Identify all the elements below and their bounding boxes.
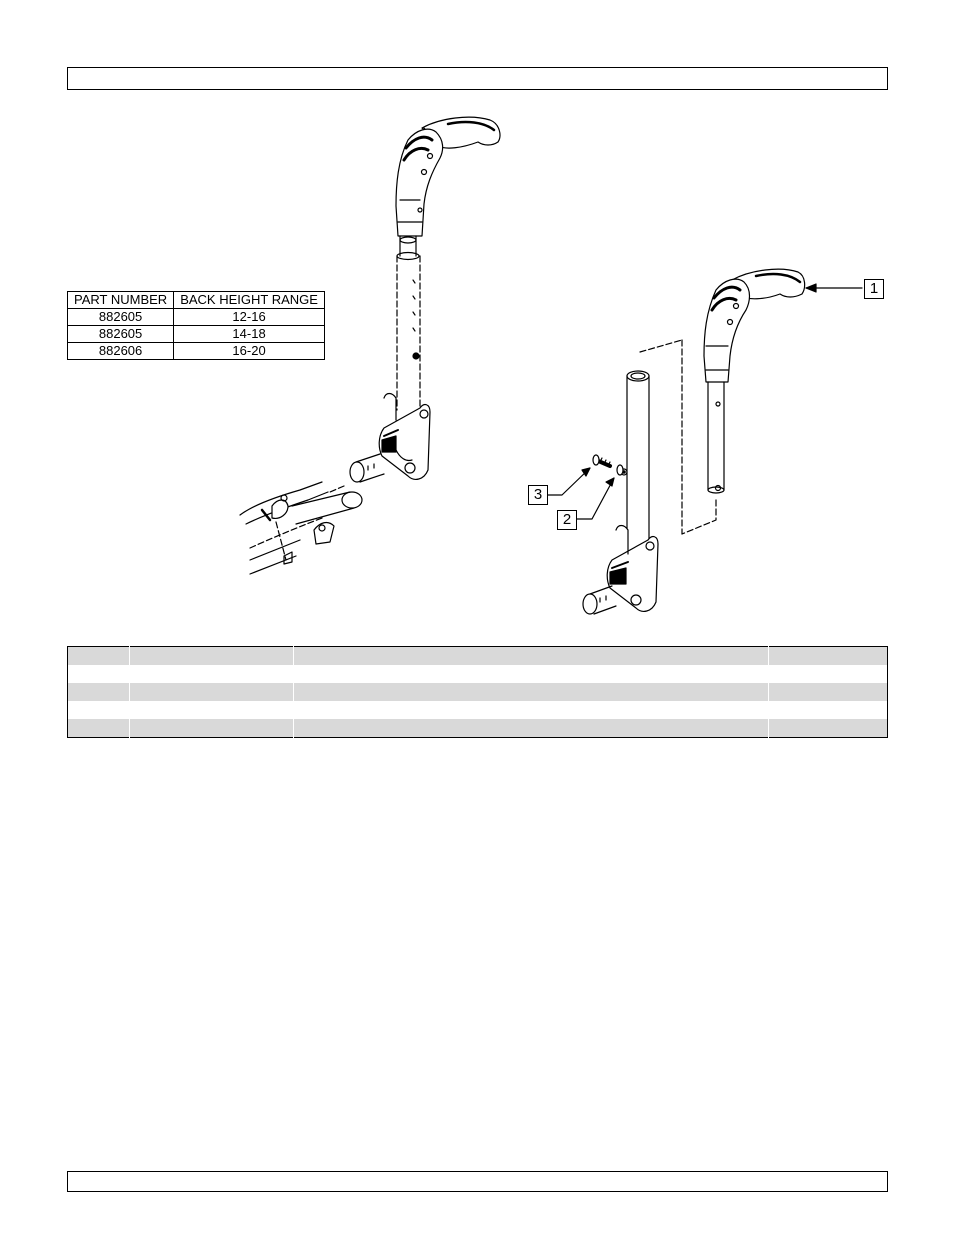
right-tube-and-clamp	[582, 339, 683, 615]
parts-list-row	[67, 701, 888, 719]
right-handle-assembly	[681, 268, 806, 535]
callout-label-2: 2	[557, 510, 577, 530]
parts-list-row	[67, 719, 888, 738]
left-assembled-back-post	[329, 116, 501, 493]
parts-list-row	[67, 665, 888, 683]
header-bar	[67, 67, 888, 90]
range-cell: 16-20	[173, 342, 325, 360]
screw-and-washer	[592, 454, 624, 476]
part-number-cell: 882605	[66, 325, 175, 343]
callout-label-1: 1	[864, 279, 884, 299]
footer-bar	[67, 1171, 888, 1192]
parts-list-table	[67, 646, 888, 738]
callout-label-3: 3	[528, 485, 548, 505]
exploded-parts-drawing	[239, 116, 863, 615]
parts-list-row	[67, 646, 888, 665]
range-table-row: 882606 16-20	[66, 342, 325, 360]
range-table-header-row: PART NUMBER BACK HEIGHT RANGE	[66, 291, 325, 309]
back-height-range-header: BACK HEIGHT RANGE	[173, 291, 325, 309]
back-height-range-table: PART NUMBER BACK HEIGHT RANGE 882605 12-…	[66, 291, 325, 360]
range-table-row: 882605 14-18	[66, 325, 325, 343]
part-number-cell: 882605	[66, 308, 175, 326]
callout-leaders	[546, 283, 863, 520]
left-wheelchair-frame	[239, 481, 363, 575]
range-table-row: 882605 12-16	[66, 308, 325, 326]
part-number-cell: 882606	[66, 342, 175, 360]
parts-list-row	[67, 683, 888, 701]
